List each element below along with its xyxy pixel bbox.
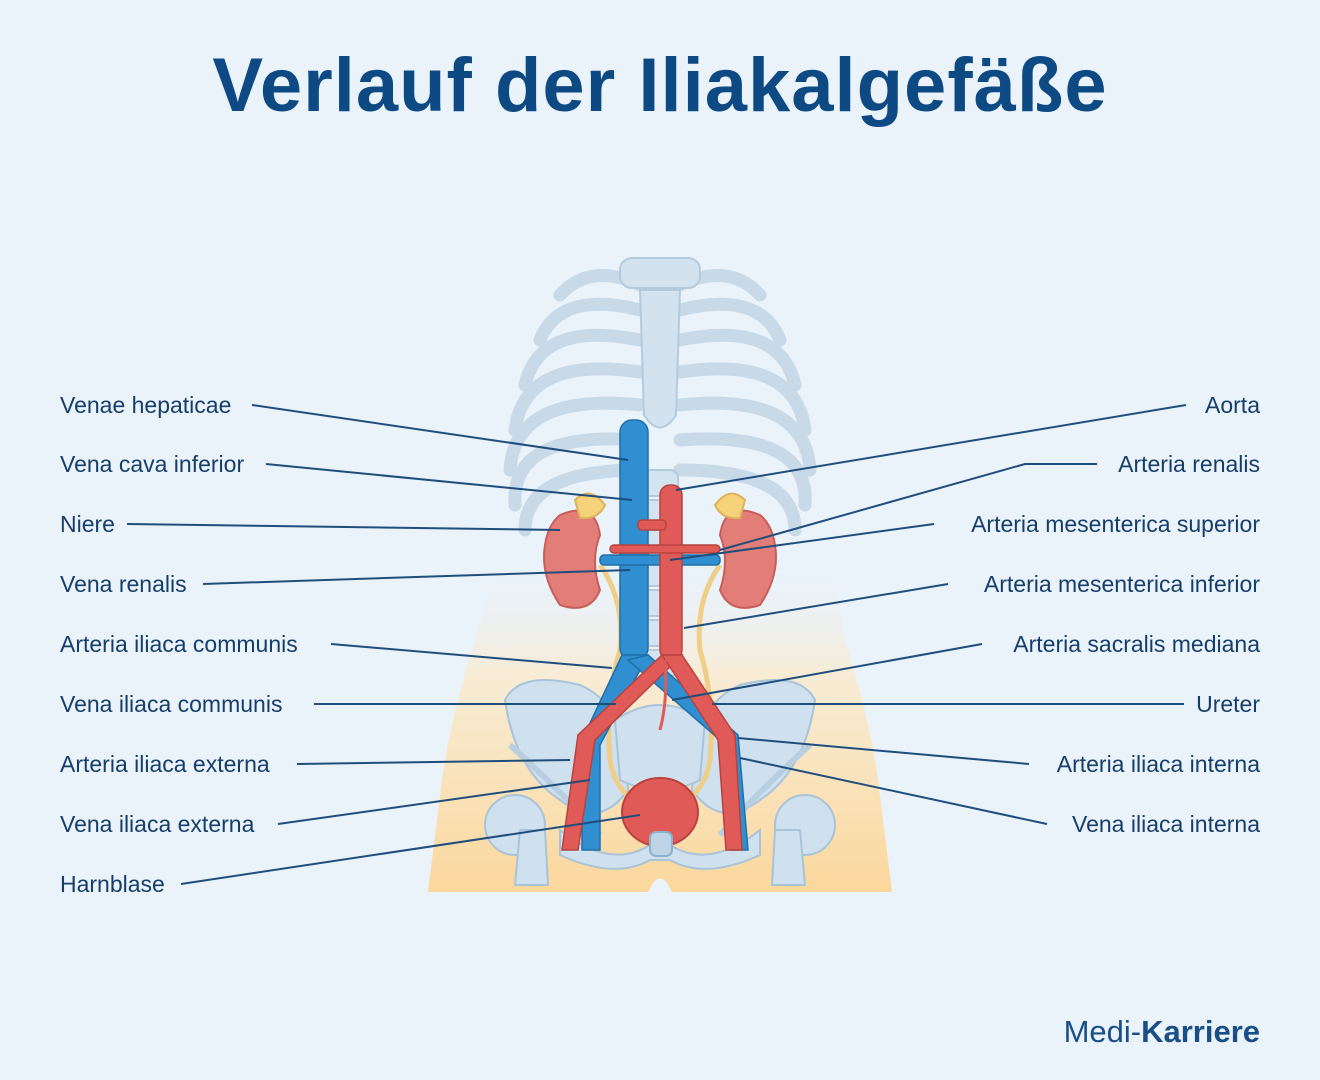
label-aorta: Aorta <box>1205 392 1260 418</box>
adrenal-right <box>713 492 747 520</box>
label-vena-cava-inferior: Vena cava inferior <box>60 451 245 477</box>
kidney-right <box>718 509 777 609</box>
label-arteria-iliaca-externa: Arteria iliaca externa <box>60 751 270 777</box>
label-arteria-iliaca-interna: Arteria iliaca interna <box>1056 751 1260 777</box>
leader-lines-right <box>669 404 1187 825</box>
label-vena-iliaca-externa: Vena iliaca externa <box>60 811 255 837</box>
label-vena-iliaca-communis: Vena iliaca communis <box>60 691 283 717</box>
kidney-left <box>543 509 602 609</box>
label-arteria-iliaca-communis: Arteria iliaca communis <box>60 631 298 657</box>
label-vena-iliaca-interna: Vena iliaca interna <box>1072 811 1260 837</box>
brand-part-1: Medi- <box>1063 1014 1142 1049</box>
label-niere: Niere <box>60 511 115 537</box>
label-vena-renalis: Vena renalis <box>60 571 187 597</box>
label-ureter: Ureter <box>1196 691 1260 717</box>
label-venae-hepaticae: Venae hepaticae <box>60 392 232 418</box>
label-arteria-sacralis-mediana: Arteria sacralis mediana <box>1013 631 1260 657</box>
leader-lines-left <box>126 404 641 885</box>
arteries <box>561 484 743 851</box>
brand-part-2: Karriere <box>1141 1014 1260 1049</box>
label-arteria-mesenterica-superior: Arteria mesenterica superior <box>971 511 1260 537</box>
rib-cage <box>503 269 817 537</box>
brand-logo: Medi-Karriere <box>1064 1014 1260 1050</box>
label-arteria-renalis: Arteria renalis <box>1118 451 1260 477</box>
page-title: Verlauf der Iliakalgefäße <box>212 43 1108 128</box>
sacral-artery <box>658 659 668 731</box>
pubic-symphysis <box>649 831 673 857</box>
label-arteria-mesenterica-inferior: Arteria mesenterica inferior <box>983 571 1260 597</box>
label-harnblase: Harnblase <box>60 871 165 897</box>
adrenal-left <box>573 492 607 520</box>
sternum <box>619 257 701 429</box>
